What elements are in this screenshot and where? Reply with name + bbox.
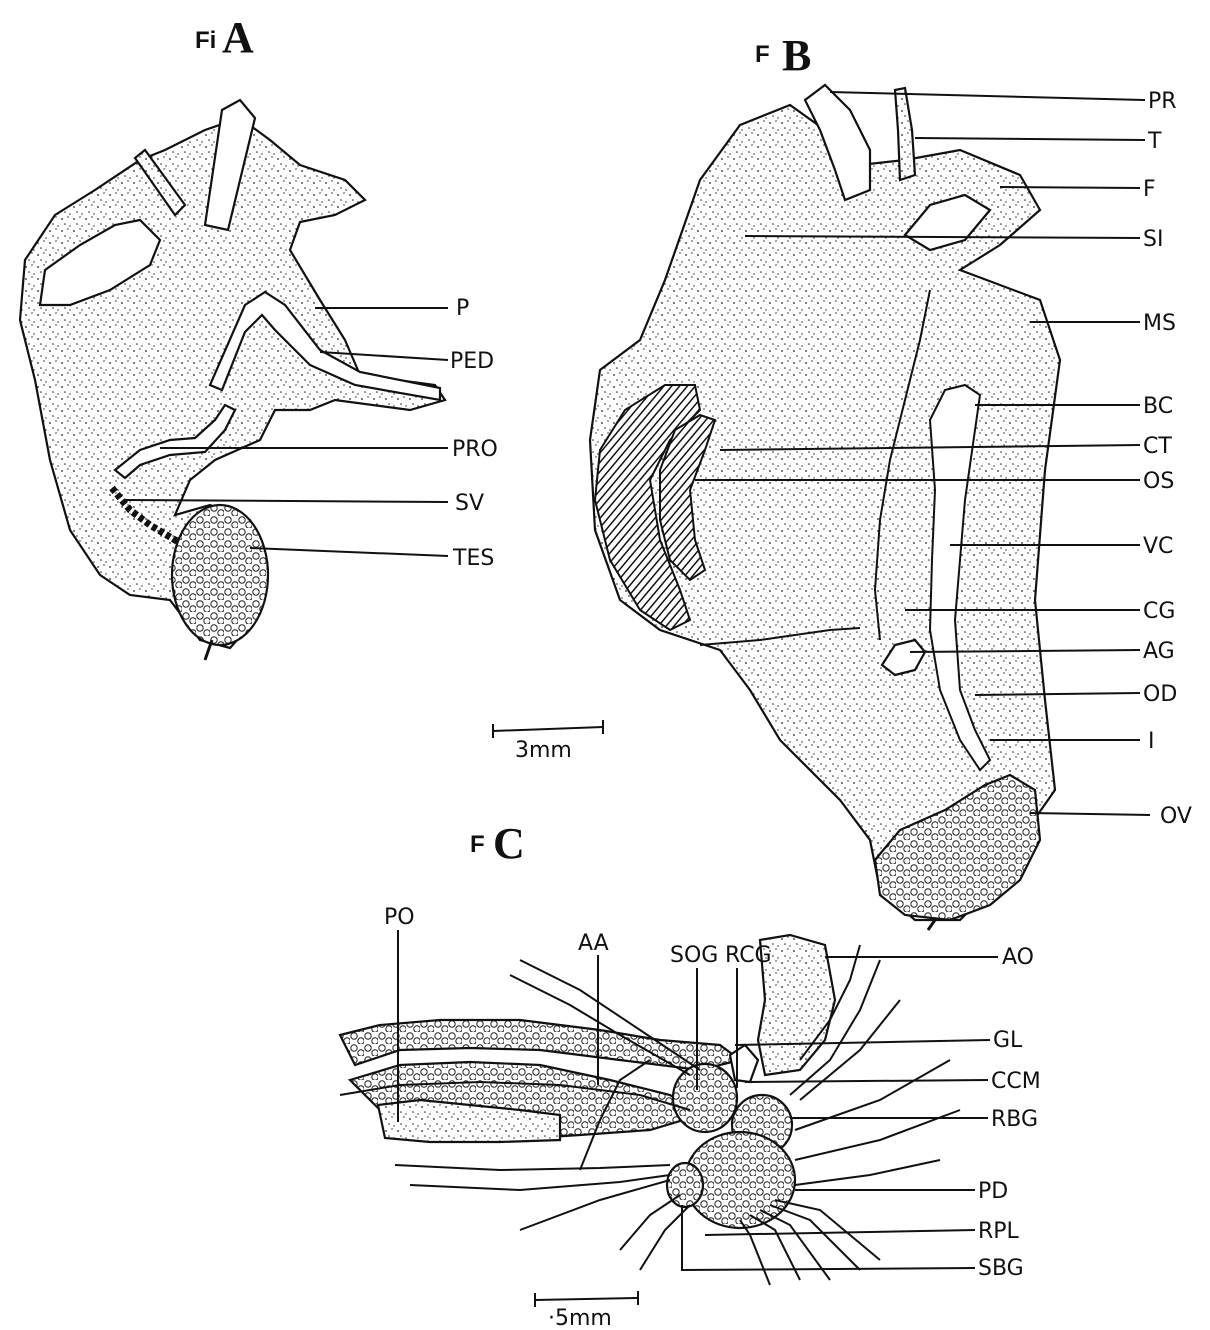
- panel-b-label-os: OS: [1143, 469, 1174, 494]
- panel-c-label-pd: PD: [978, 1179, 1008, 1204]
- panel-c-label-rcg: RCG: [725, 943, 772, 968]
- panel-a-scale-label: 3mm: [515, 738, 572, 763]
- panel-a-label-tes: TES: [452, 546, 494, 571]
- panel-c-label-gl: GL: [993, 1028, 1023, 1053]
- panel-b-label-vc: VC: [1143, 534, 1173, 559]
- panel-b-label-ms: MS: [1143, 311, 1176, 336]
- panel-b-leader-t: [915, 138, 1145, 140]
- panel-c-label-sbg: SBG: [978, 1256, 1024, 1281]
- panel-a-label-sv: SV: [455, 491, 484, 516]
- panel-b: F B PR T F SI MS BC CT OS V: [590, 31, 1192, 930]
- panel-a-leader-tes: [250, 548, 448, 556]
- panel-c-supraoesophageal-ganglion: [673, 1064, 737, 1132]
- panel-c-label-ao: AO: [1002, 945, 1034, 970]
- panel-b-label-ct: CT: [1143, 434, 1172, 459]
- panel-c-label-rpl: RPL: [978, 1219, 1020, 1244]
- panel-c-label-ccm: CCM: [991, 1069, 1041, 1094]
- panel-a-label-ped: PED: [450, 349, 494, 374]
- panel-a-scale-bar: [493, 720, 603, 738]
- panel-c-leader-ccm: [745, 1080, 988, 1082]
- panel-a: Fi A P PED PRO SV TES 3mm: [20, 13, 603, 763]
- panel-a-testis: [172, 505, 268, 645]
- panel-b-label-od: OD: [1143, 682, 1177, 707]
- panel-b-label-ov: OV: [1160, 804, 1192, 829]
- panel-b-leader-ov: [1030, 813, 1150, 815]
- panel-c-cerebral-commissure: [730, 1045, 758, 1082]
- panel-b-leader-f: [1000, 187, 1140, 188]
- panel-a-title-prefix: Fi: [195, 27, 216, 54]
- panel-b-label-si: SI: [1143, 227, 1163, 252]
- panel-a-label-pro: PRO: [452, 437, 498, 462]
- panel-c-gland-upper: [340, 1020, 740, 1070]
- panel-b-tip: [928, 920, 935, 930]
- panel-b-label-pr: PR: [1148, 89, 1177, 114]
- panel-c-scale-bar: [535, 1291, 638, 1307]
- panel-b-label-cg: CG: [1143, 599, 1175, 624]
- panel-c-label-sog: SOG: [670, 943, 718, 968]
- panel-b-title-prefix: F: [755, 41, 770, 68]
- panel-b-label-ag: AG: [1143, 639, 1175, 664]
- panel-c-scale-label: ·5mm: [548, 1306, 612, 1330]
- panel-c-title-prefix: F: [470, 831, 485, 858]
- panel-b-label-f: F: [1143, 177, 1156, 202]
- panel-b-label-i: I: [1148, 729, 1155, 754]
- panel-a-title-letter: A: [222, 13, 254, 62]
- panel-a-label-p: P: [456, 296, 469, 321]
- panel-c-title-letter: C: [493, 819, 525, 868]
- panel-c-label-po: PO: [384, 905, 415, 930]
- panel-b-label-t: T: [1147, 129, 1162, 154]
- panel-b-leader-pr: [830, 92, 1145, 100]
- panel-c-label-rbg: RBG: [991, 1107, 1038, 1132]
- panel-c-label-aa: AA: [578, 931, 609, 956]
- panel-c-leader-rpl: [705, 1230, 975, 1235]
- panel-b-title-letter: B: [782, 31, 811, 80]
- panel-b-label-bc: BC: [1143, 394, 1173, 419]
